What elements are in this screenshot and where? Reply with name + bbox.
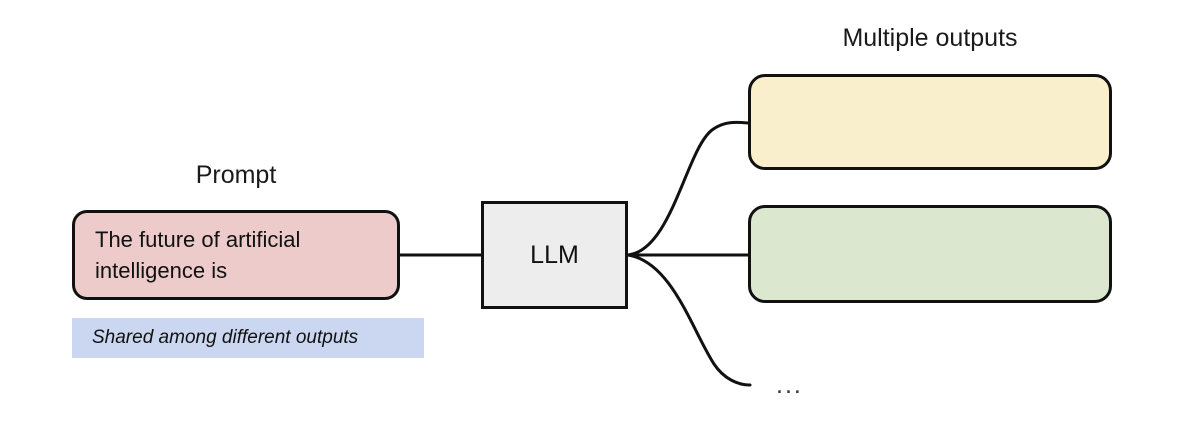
output-ellipsis: ...	[776, 371, 803, 399]
output-box-2[interactable]	[748, 205, 1112, 303]
llm-box[interactable]: LLM	[481, 201, 628, 309]
shared-note-band: Shared among different outputs	[72, 318, 424, 358]
multiple-outputs-label: Multiple outputs	[842, 24, 1018, 52]
prompt-text: The future of artificial intelligence is	[95, 227, 301, 283]
prompt-label: Prompt	[195, 161, 277, 189]
prompt-box[interactable]: The future of artificial intelligence is	[72, 210, 400, 300]
connector-llm-to-output-1	[626, 120, 750, 257]
llm-label: LLM	[530, 240, 579, 269]
output-box-1[interactable]	[748, 74, 1112, 170]
connector-llm-to-ellipsis	[626, 253, 752, 387]
shared-note-text: Shared among different outputs	[92, 327, 359, 348]
